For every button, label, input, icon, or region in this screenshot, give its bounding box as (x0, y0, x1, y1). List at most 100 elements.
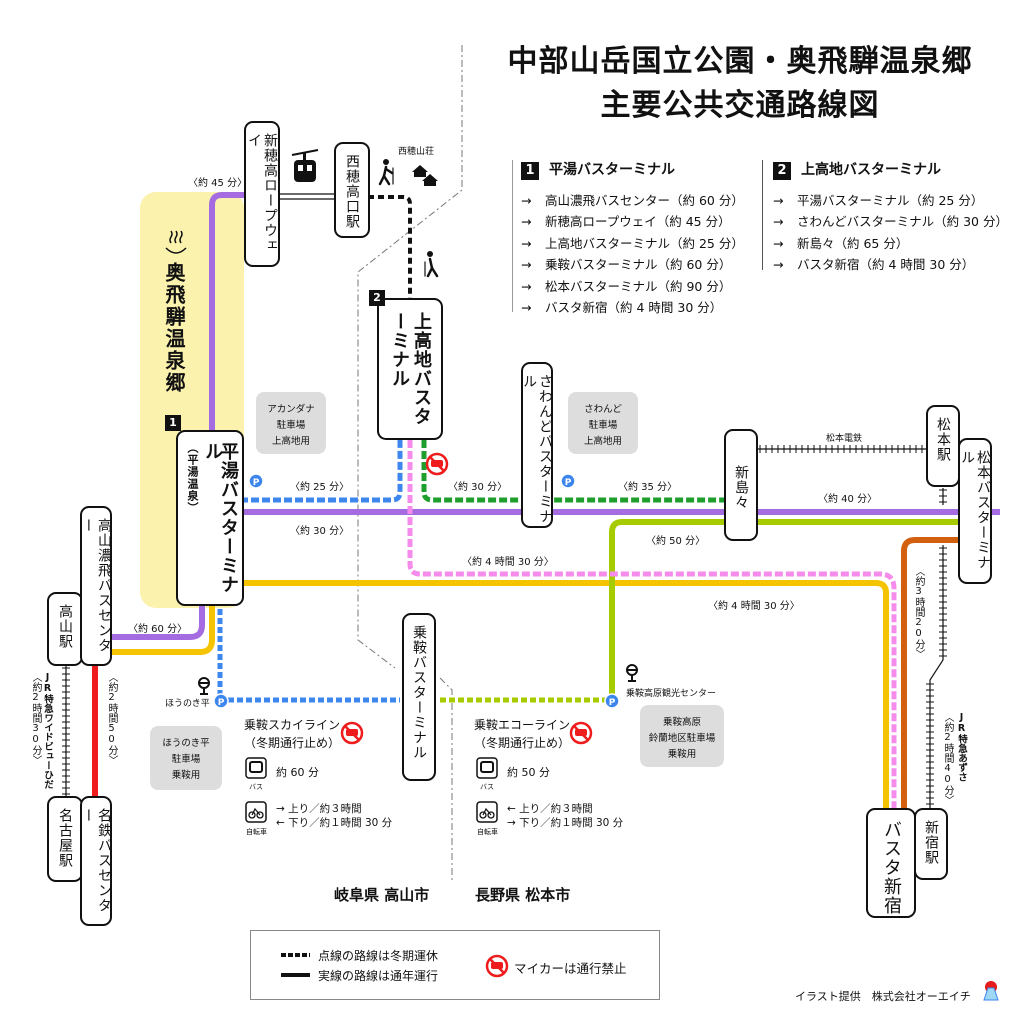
no-car-icon (569, 721, 593, 745)
time-label: 〈約2時間30分〉 (30, 672, 41, 765)
time-label: 〈約 60 分〉 (128, 624, 188, 635)
parking-bubble-sawando: さわんど 駐車場 上高地用 (568, 392, 638, 454)
route-orange (901, 537, 965, 810)
svg-text:P: P (218, 698, 225, 708)
badge-1: 1 (521, 161, 539, 180)
no-car-icon (485, 954, 509, 978)
credit: イラスト提供 株式会社オーエイチ (795, 990, 971, 1003)
skyline-bus-label: バス (249, 783, 263, 791)
legend-item: →バスタ新宿（約 4 時間 30 分） (521, 300, 723, 315)
time-label: 〈約 35 分〉 (618, 482, 678, 493)
legend-kamikochi: 2 上高地バスターミナル →平湯バスターミナル（約 25 分） →さわんどバスター… (762, 160, 1008, 272)
rail-label-matsumoto-dentetsu: 松本電鉄 (826, 434, 863, 444)
legend-item: →高山濃飛バスセンター（約 60 分） (521, 192, 744, 208)
badge-2: 2 (369, 290, 385, 306)
parking-icon[interactable]: P (248, 473, 264, 489)
legend-hirayu: 1 平湯バスターミナル →高山濃飛バスセンター（約 60 分） →新穂高ロープウェ… (512, 160, 744, 315)
time-label: 〈約 30 分〉 (448, 482, 508, 493)
ecoline-bike-down: → 下り／約１時間 30 分 (507, 817, 624, 829)
route-purple (108, 509, 1000, 640)
parking-bubble-akandana: アカンダナ 駐車場 上高地用 (256, 392, 326, 454)
legend-item: →上高地バスターミナル（約 25 分） (521, 235, 744, 251)
skyline-note: 乗鞍スカイライン （冬期通行止め） (244, 716, 340, 752)
time-label: 〈約3時間20分〉 (913, 566, 924, 659)
svg-text:P: P (253, 478, 260, 488)
legend-heading: 平湯バスターミナル (549, 162, 675, 178)
time-label: 〈約 40 分〉 (818, 494, 878, 505)
legend-item: →平湯バスターミナル（約 25 分） (773, 192, 984, 208)
ecoline-bus-label: バス (480, 783, 494, 791)
time-label: 〈約2時間50分〉 (106, 672, 117, 765)
station-busta-shinjuku[interactable]: バスタ新宿 (866, 808, 916, 918)
bicycle-icon (245, 801, 267, 823)
title-line-1: 中部山岳国立公園・奥飛騨温泉郷 (507, 44, 973, 79)
ecoline-winter-note: （冬期通行止め） (474, 736, 571, 750)
area-label: 奥飛騨温泉郷 (162, 262, 186, 394)
time-label: 〈約 30 分〉 (290, 526, 350, 537)
station-matsumoto-eki[interactable]: 松本駅 (926, 405, 960, 487)
prefecture-right: 長野県 松本市 (475, 886, 571, 904)
legend-no-car-label: マイカーは通行禁止 (514, 961, 627, 976)
station-kamikochi-bt[interactable]: 上高地バスターミナル (377, 298, 443, 440)
station-sawando-bt[interactable]: さわんどバスターミナル (521, 362, 553, 528)
skyline-bike-label: 自転車 (246, 828, 267, 836)
time-label: 〈約2時間40分〉 (942, 712, 953, 805)
station-takayama-eki[interactable]: 高山駅 (47, 592, 83, 666)
ecoline-bus-time: 約 50 分 (507, 766, 550, 779)
company-logo-icon (983, 981, 999, 1001)
page-title: 中部山岳国立公園・奥飛騨温泉郷 主要公共交通路線図 (480, 40, 1000, 128)
badge-2: 2 (773, 161, 791, 180)
honoki-stop-label: ほうのき平 (165, 699, 210, 709)
prefecture-left: 岐阜県 高山市 (334, 886, 430, 904)
hot-spring-icon (165, 230, 187, 254)
rail-label-jr-azusa: JR特急あずさ (956, 712, 967, 782)
legend-heading: 上高地バスターミナル (801, 162, 941, 178)
rail-label-jr-hida: JR特急ワイドビューひだ (42, 672, 53, 789)
parking-bubble-honoki: ほうのき平 駐車場 乗鞍用 (150, 726, 222, 790)
station-meitetsu-bc[interactable]: 名鉄バスセンター (80, 796, 112, 926)
svg-text:P: P (609, 698, 616, 708)
legend-item: →新穂高ロープウェイ（約 45 分） (521, 214, 731, 229)
station-shinhotaka-ropeway[interactable]: 新穂高ロープウェイ (244, 121, 280, 267)
parking-icon[interactable]: P (604, 693, 620, 709)
skyline-bike-down: ← 下り／約１時間 30 分 (276, 817, 393, 829)
gondola-icon (291, 149, 319, 182)
trail-dotted (368, 195, 412, 298)
nishihotaka-sanso-label: 西穂山荘 (398, 147, 435, 157)
legend-item: →さわんどバスターミナル（約 30 分） (773, 214, 1008, 229)
route-lime (609, 519, 970, 698)
legend-item: →松本バスターミナル（約 90 分） (521, 278, 732, 294)
station-shinjuku-eki[interactable]: 新宿駅 (914, 808, 948, 880)
hut-icon (412, 165, 428, 177)
station-takayama-nohi-bc[interactable]: 高山濃飛バスセンター (80, 506, 112, 666)
station-nagoya-eki[interactable]: 名古屋駅 (47, 796, 83, 882)
time-label: 〈約 4 時間 30 分〉 (708, 601, 800, 612)
time-label: 〈約 4 時間 30 分〉 (462, 557, 554, 568)
station-hirayu-bt[interactable]: （平湯温泉）平湯バスターミナル (176, 430, 244, 606)
bicycle-icon (476, 801, 498, 823)
time-label: 〈約 50 分〉 (646, 536, 706, 547)
skyline-name: 乗鞍スカイライン (244, 718, 341, 732)
no-car-icon (340, 721, 364, 745)
legend-item: →乗鞍バスターミナル（約 60 分） (521, 257, 732, 272)
parking-icon[interactable]: P (213, 693, 229, 709)
legend-item: →バスタ新宿（約 4 時間 30 分） (773, 257, 975, 272)
legend-solid-label: 実線の路線は通年運行 (318, 969, 439, 983)
legend-dotted-label: 点線の路線は冬期運休 (318, 949, 439, 963)
skyline-bike-up: → 上り／約３時間 (276, 803, 362, 815)
station-shinshimashima[interactable]: 新島々 (724, 429, 758, 541)
ecoline-bike-label: 自転車 (477, 828, 498, 836)
bus-icon (476, 757, 498, 779)
station-nishihotakaguchi[interactable]: 西穂高口駅 (334, 142, 370, 238)
map-legend (250, 930, 660, 1000)
route-blue-dotted (240, 440, 403, 503)
station-norikura-bt[interactable]: 乗鞍バスターミナル (402, 613, 436, 781)
svg-text:P: P (565, 478, 572, 488)
hiker-icon (424, 251, 439, 278)
title-line-2: 主要公共交通路線図 (600, 88, 880, 123)
station-matsumoto-bt[interactable]: 松本バスターミナル (958, 438, 992, 584)
no-car-icon (425, 452, 449, 476)
route-blue-dotted-norikura (217, 600, 400, 703)
parking-icon[interactable]: P (560, 473, 576, 489)
legend-item: →新島々（約 65 分） (773, 235, 909, 251)
